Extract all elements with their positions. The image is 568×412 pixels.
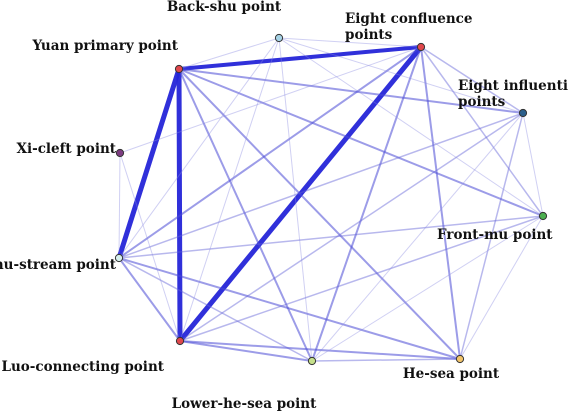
edge-back_shu-eight_influential xyxy=(278,37,524,114)
edge-yuan_primary-front_mu xyxy=(178,68,544,217)
label-line: Front-mu point xyxy=(437,227,553,243)
edge-shu_stream-front_mu xyxy=(118,215,544,259)
edge-eight_confluence-eight_influential xyxy=(420,46,524,114)
node-back_shu xyxy=(274,33,284,43)
edge-yuan_primary-shu_stream xyxy=(116,66,182,261)
edge-shu_stream-eight_influential xyxy=(118,112,524,259)
label-line: Lower-he-sea point xyxy=(172,396,317,412)
edge-yuan_primary-eight_confluence xyxy=(177,45,423,71)
edge-eight_influential-he_sea xyxy=(459,112,524,360)
label-he_sea: He-sea point xyxy=(403,366,500,382)
label-line: He-sea point xyxy=(403,366,500,382)
edge-luo_connecting-front_mu xyxy=(179,215,544,342)
edge-shu_stream-lower_he_sea xyxy=(118,257,313,362)
edge-front_mu-he_sea xyxy=(459,215,544,360)
edge-luo_connecting-lower_he_sea xyxy=(179,340,313,362)
node-front_mu xyxy=(538,211,548,221)
edge-back_shu-shu_stream xyxy=(118,37,280,259)
node-he_sea xyxy=(455,354,465,364)
edge-shu_stream-he_sea xyxy=(118,257,461,360)
label-line: Shu-stream point xyxy=(0,257,117,273)
edge-eight_confluence-he_sea xyxy=(420,46,461,360)
edge-eight_influential-front_mu xyxy=(522,112,544,217)
edge-yuan_primary-lower_he_sea xyxy=(178,68,313,362)
node-eight_influential xyxy=(518,108,528,118)
label-luo_connecting: Luo-connecting point xyxy=(1,359,164,375)
edge-shu_stream-luo_connecting xyxy=(118,257,181,342)
edge-back_shu-lower_he_sea xyxy=(278,37,313,362)
edge-yuan_primary-he_sea xyxy=(178,68,461,360)
label-shu_stream: Shu-stream point xyxy=(0,257,117,273)
label-line: Back-shu point xyxy=(167,0,282,15)
edge-xi_cleft-shu_stream xyxy=(118,152,121,259)
label-line: Eight confluence xyxy=(345,11,473,27)
edge-he_sea-lower_he_sea xyxy=(311,358,461,362)
label-front_mu: Front-mu point xyxy=(437,227,553,243)
node-shu_stream xyxy=(114,253,124,263)
label-lower_he_sea: Lower-he-sea point xyxy=(172,396,317,412)
label-line: points xyxy=(345,27,393,43)
edge-back_shu-eight_confluence xyxy=(278,37,422,48)
edge-eight_confluence-lower_he_sea xyxy=(311,46,422,362)
node-luo_connecting xyxy=(175,336,185,346)
edge-eight_confluence-front_mu xyxy=(420,46,544,217)
node-yuan_primary xyxy=(174,64,184,74)
edge-xi_cleft-eight_confluence xyxy=(119,46,422,154)
label-line: Xi-cleft point xyxy=(16,141,116,157)
node-eight_confluence xyxy=(416,42,426,52)
edge-xi_cleft-luo_connecting xyxy=(119,152,181,342)
edge-yuan_primary-eight_influential xyxy=(178,68,524,114)
label-line: Eight influential xyxy=(458,78,568,94)
edge-back_shu-front_mu xyxy=(278,37,544,217)
label-eight_influential: Eight influentialpoints xyxy=(458,78,568,110)
label-back_shu: Back-shu point xyxy=(167,0,282,15)
node-layer xyxy=(114,33,548,366)
label-line: points xyxy=(458,94,506,110)
label-line: Yuan primary point xyxy=(31,38,178,54)
node-xi_cleft xyxy=(115,148,125,158)
node-lower_he_sea xyxy=(307,356,317,366)
label-line: Luo-connecting point xyxy=(1,359,164,375)
edge-luo_connecting-he_sea xyxy=(179,340,461,360)
edge-eight_influential-lower_he_sea xyxy=(311,112,524,362)
edge-layer xyxy=(116,37,544,362)
edge-back_shu-yuan_primary xyxy=(178,37,280,70)
edge-front_mu-lower_he_sea xyxy=(311,215,544,362)
label-xi_cleft: Xi-cleft point xyxy=(16,141,116,157)
label-yuan_primary: Yuan primary point xyxy=(31,38,178,54)
edge-back_shu-luo_connecting xyxy=(179,37,280,342)
edge-luo_connecting-eight_influential xyxy=(179,112,524,342)
edge-eight_confluence-shu_stream xyxy=(118,46,422,259)
edge-yuan_primary-luo_connecting xyxy=(176,66,183,344)
